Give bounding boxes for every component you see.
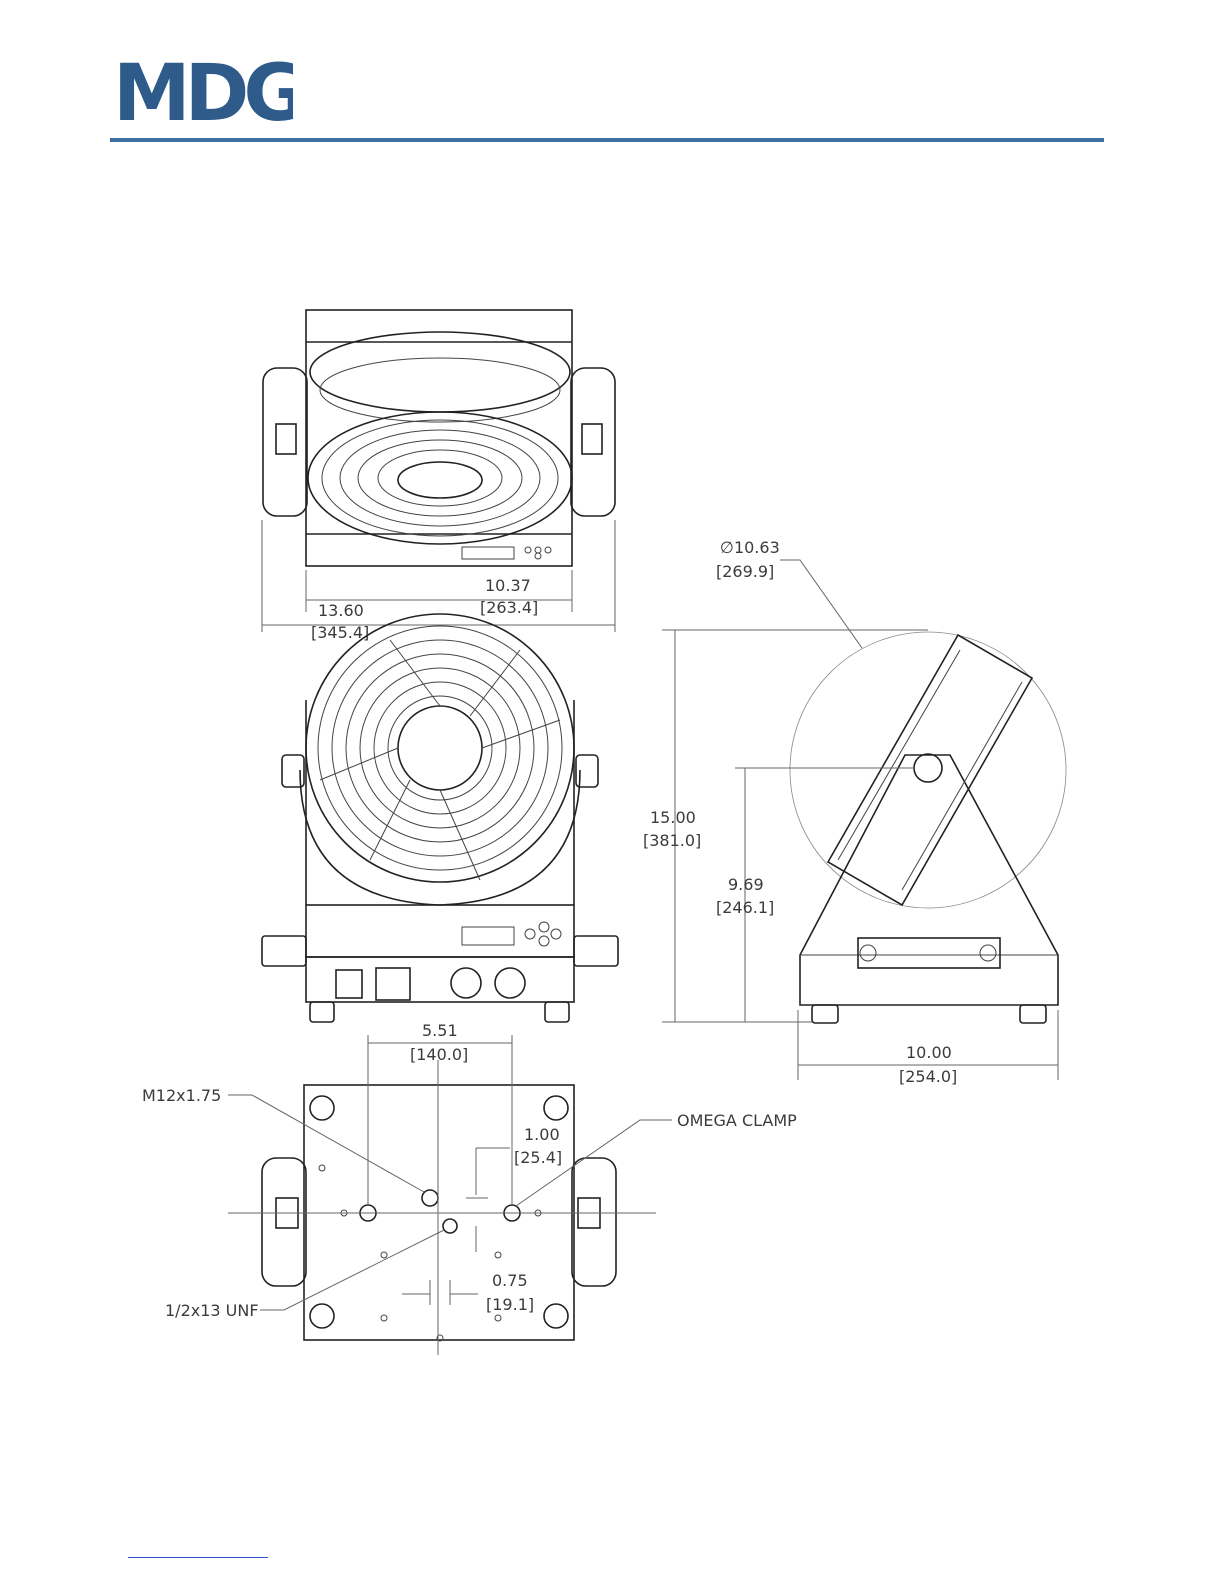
top-view-dimensions [262, 520, 615, 632]
callout-metric-thread: M12x1.75 [142, 1086, 221, 1105]
dim-offset-y-mm: [25.4] [514, 1148, 562, 1167]
dim-pivot-height-mm: [246.1] [716, 898, 774, 917]
dim-offset-y: 1.00 [524, 1125, 560, 1144]
dim-lens-diameter: ∅10.63 [720, 538, 780, 557]
dim-overall-height: 15.00 [650, 808, 696, 827]
dim-offset-x-mm: [19.1] [486, 1295, 534, 1314]
dim-side-depth-mm: [254.0] [899, 1067, 957, 1086]
footer-link-underline [128, 1557, 268, 1558]
dim-top-inner-width-mm: [263.4] [480, 598, 538, 617]
bottom-view-dimensions [228, 1035, 672, 1355]
side-view-dimensions [662, 560, 1058, 1080]
dim-pivot-height: 9.69 [728, 875, 764, 894]
side-view [790, 632, 1066, 1023]
callout-unf-thread: 1/2x13 UNF [165, 1301, 259, 1320]
dim-hole-spacing-mm: [140.0] [410, 1045, 468, 1064]
dim-lens-diameter-mm: [269.9] [716, 562, 774, 581]
dim-offset-x: 0.75 [492, 1271, 528, 1290]
dim-hole-spacing: 5.51 [422, 1021, 458, 1040]
callout-omega-clamp: OMEGA CLAMP [677, 1111, 797, 1130]
top-view [263, 310, 615, 566]
dim-top-inner-width: 10.37 [485, 576, 531, 595]
dim-top-overall-width: 13.60 [318, 601, 364, 620]
dim-overall-height-mm: [381.0] [643, 831, 701, 850]
front-view [262, 614, 618, 1022]
dim-side-depth: 10.00 [906, 1043, 952, 1062]
